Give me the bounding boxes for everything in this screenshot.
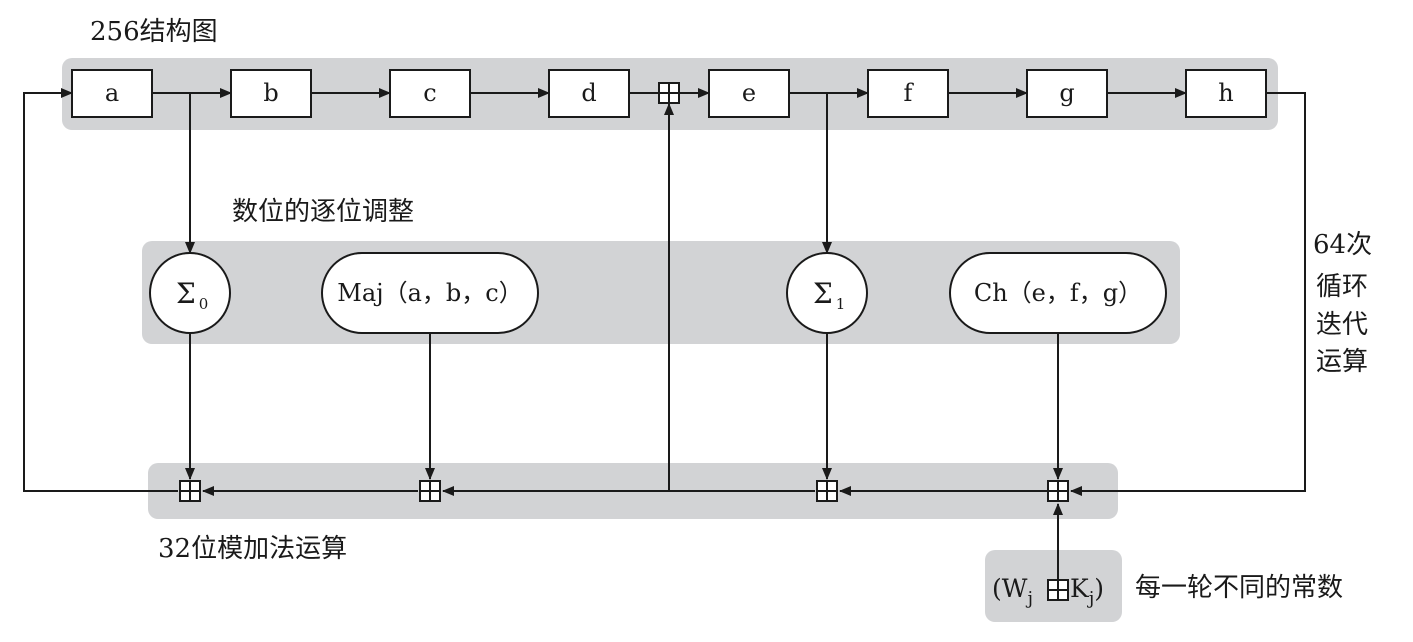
register-e-label: e [742, 79, 756, 107]
feedback-loop-left [23, 88, 178, 492]
maj-label: Maj（a，b，c） [337, 279, 522, 307]
register-d-label: d [581, 79, 596, 107]
register-b-box [230, 69, 312, 118]
loop-label-line: 64次 [1313, 230, 1372, 260]
sigma1-node [786, 252, 868, 334]
register-g-label: g [1059, 79, 1074, 107]
register-b-label: b [263, 79, 278, 107]
register-f-label: f [904, 79, 915, 107]
wk-w: (Wj [992, 574, 1033, 609]
wk-expression: (Wj Kj) [992, 574, 1104, 609]
register-f-box [867, 69, 949, 118]
loop-label-line: 迭代 [1316, 310, 1368, 340]
register-row: a b c d e f g h [71, 69, 1267, 118]
maj-node [321, 252, 539, 334]
register-c-label: c [423, 79, 436, 107]
connections [23, 88, 1306, 580]
wk-adder-symbol [1047, 579, 1069, 601]
loop-label-line: 运算 [1316, 347, 1368, 377]
register-h-label: h [1218, 79, 1233, 107]
register-e-box [708, 69, 790, 118]
constant-label: 每一轮不同的常数 [1135, 573, 1343, 603]
sigma0-node [149, 252, 231, 334]
adder-3-symbol [816, 480, 838, 502]
ch-node [949, 252, 1167, 334]
adder-2-symbol [419, 480, 441, 502]
adder-4-symbol [1047, 480, 1069, 502]
bitwise-adjust-label: 数位的逐位调整 [232, 197, 414, 227]
register-d-box [548, 69, 630, 118]
adder-top-symbol [658, 82, 680, 104]
adder-1-symbol [179, 480, 201, 502]
adder-label: 32位模加法运算 [158, 534, 347, 564]
loop-label: 64次 循环 迭代 运算 [1313, 230, 1372, 377]
diagram-title: 256结构图 [90, 17, 218, 47]
register-a-label: a [105, 79, 119, 107]
wk-k: Kj) [1070, 574, 1104, 609]
ch-label: Ch（e，f，g） [974, 279, 1142, 307]
loop-label-line: 循环 [1316, 272, 1368, 302]
loop-from-h [1070, 92, 1306, 496]
adders [179, 82, 1069, 601]
